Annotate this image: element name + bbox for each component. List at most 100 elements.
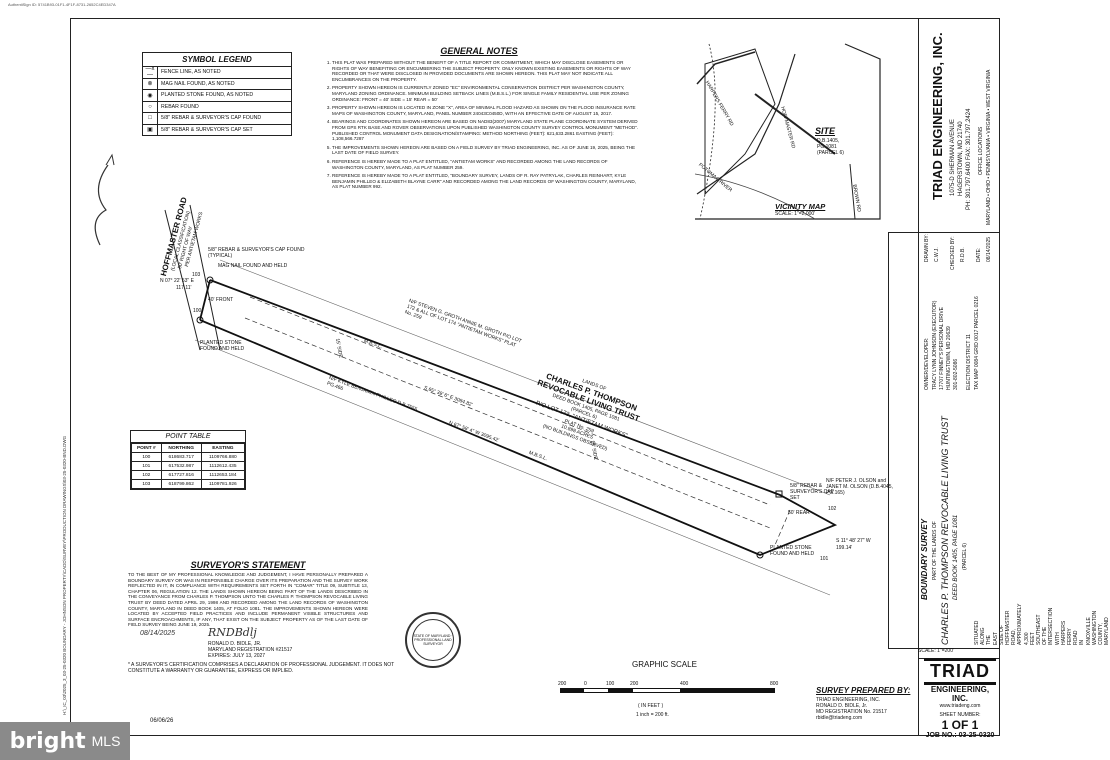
legend-label: 5/8" REBAR & SURVEYOR'S CAP SET: [161, 126, 253, 133]
plat-drawing: [94, 153, 838, 596]
watermark-brand: bright: [9, 728, 86, 754]
footer-date: 06/06/26: [150, 718, 174, 724]
vicinity-map: SITE D.B.1405, PG.1081 (PARCEL 6) HARPER…: [694, 43, 885, 224]
title-block-divider: [888, 648, 1000, 649]
legend-row: ◉PLANTED STONE FOUND, AS NOTED: [143, 90, 291, 102]
general-notes: GENERAL NOTES THIS PLAT WAS PREPARED WIT…: [318, 46, 640, 193]
legend-row: ▣5/8" REBAR & SURVEYOR'S CAP SET: [143, 124, 291, 135]
title-block-divider: [888, 232, 889, 648]
drawing-subtitle: PART OF THE LANDS OF: [932, 521, 938, 580]
site-label: SITE: [815, 126, 836, 136]
date-value: 08/14/2025: [986, 236, 992, 262]
table-cell: 1112612.435: [200, 461, 246, 471]
rebar-note: 5/8" REBAR & SURVEYOR'S CAP FOUND (TYPIC…: [208, 247, 305, 260]
seal-text: STATE OF MARYLAND · PROFESSIONAL LAND SU…: [412, 619, 454, 661]
planted-stone-icon: ◉: [143, 90, 158, 101]
bearing-label: S 11° 48' 27" W: [836, 538, 871, 544]
stone-found-note: PLANTED STONE FOUND AND HELD: [770, 545, 815, 558]
site-ref-1: D.B.1405,: [817, 138, 840, 144]
owner-line: HUNTINGTOWN, MD 20639: [946, 326, 952, 390]
sign-date: 08/14/2025: [140, 630, 176, 637]
table-cell: 1109781.926: [200, 479, 246, 489]
point-label: 101: [820, 556, 829, 562]
office-label: OFFICE LOCATIONS: [978, 126, 984, 175]
sheet-label: SHEET NUMBER:: [939, 712, 981, 719]
rear-setback-label: 50' REAR: [788, 510, 810, 516]
table-cell: 102: [131, 470, 162, 480]
point-label: 100: [193, 308, 202, 314]
surveyor-registration: MARYLAND REGISTRATION #21517: [208, 647, 293, 653]
situated-note: SITUATED ALONG THE EAST SIDE OF HOFFMAST…: [974, 603, 1110, 645]
table-cell: 1109766.880: [200, 452, 246, 462]
scale-ratio: 1 inch = 200 ft.: [636, 712, 669, 718]
triad-logo: TRIAD ENGINEERING, INC. www.triadeng.com…: [924, 658, 996, 739]
authentisign-stamp: AuthentiSign ID: 5741B93-01F1-4F1F-8731-…: [8, 2, 116, 7]
legend-label: REBAR FOUND: [161, 103, 199, 110]
table-cell: 103: [131, 479, 162, 489]
logo-text: TRIAD: [924, 658, 996, 685]
note-item: BEARINGS AND COORDINATES SHOWN HEREON AR…: [332, 119, 640, 141]
table-cell: 1112653.184: [200, 470, 246, 480]
scale-tick: 800: [770, 681, 779, 687]
rebar-icon: ○: [143, 101, 158, 112]
legend-row: ○REBAR FOUND: [143, 101, 291, 113]
table-row: 101 617532.987 1112612.435: [131, 461, 246, 471]
surveyor-statement: SURVEYOR'S STATEMENT TO THE BEST OF MY P…: [128, 560, 368, 630]
drawing-deed: DEED BOOK 1405, PAGE 1081: [953, 514, 959, 600]
vicinity-map-graphic: [694, 43, 881, 220]
site-ref-3: (PARCEL 6): [817, 150, 844, 156]
logo-sub: ENGINEERING, INC.: [930, 685, 990, 703]
mag-nail-note: MAG NAIL FOUND AND HELD: [218, 263, 288, 269]
file-path-text: H:\_IC_03\2025_3_03-25-0320 BOUNDARY - J…: [62, 435, 67, 715]
scale-tick: 200: [558, 681, 567, 687]
legend-row: □5/8" REBAR & SURVEYOR'S CAP FOUND: [143, 113, 291, 125]
certification-footnote: * A SURVEYOR'S CERTIFICATION COMPRISES A…: [128, 662, 395, 675]
table-header: NORTHING: [160, 443, 202, 453]
legend-row: —x—FENCE LINE, AS NOTED: [143, 66, 291, 79]
legend-label: 5/8" REBAR & SURVEYOR'S CAP FOUND: [161, 115, 262, 122]
sheet-number: 1 OF 1: [941, 718, 979, 733]
scale-tick: 0: [584, 681, 587, 687]
mag-nail-icon: ⊗: [143, 78, 158, 89]
tax-map: TAX MAP 0084 GRID 0017 PARCEL 0216: [974, 296, 980, 390]
vicinity-map-title: VICINITY MAP: [775, 202, 826, 211]
job-number: JOB NO.: 03-25-0320: [925, 732, 995, 740]
prepared-registration: MD REGISTRATION No. 21517: [816, 709, 887, 715]
north-arrow-icon: [94, 153, 115, 246]
company-phone: PH: 301.797.6400 FAX: 301.797.2424: [966, 108, 972, 210]
table-cell: 618799.862: [160, 479, 202, 489]
graphic-scale-bar: [560, 688, 775, 693]
front-setback-label: 40' FRONT: [208, 297, 234, 303]
company-name: TRIAD ENGINEERING, INC.: [930, 32, 945, 200]
table-cell: 100: [131, 452, 162, 462]
note-item: REFERENCE IS HEREBY MADE TO A PLAT ENTIT…: [332, 159, 640, 170]
date-label: DATE:: [976, 247, 982, 262]
legend-label: FENCE LINE, AS NOTED: [161, 69, 221, 76]
legend-label: PLANTED STONE FOUND, AS NOTED: [161, 92, 254, 99]
survey-prepared-title: SURVEY PREPARED BY:: [816, 686, 911, 695]
surveyor-statement-title: SURVEYOR'S STATEMENT: [190, 560, 306, 570]
table-row: 100 618683.717 1109766.880: [131, 452, 246, 462]
website: www.triadeng.com: [939, 703, 981, 709]
table-header: EASTING: [200, 443, 246, 453]
surveyor-seal-icon: STATE OF MARYLAND · PROFESSIONAL LAND SU…: [405, 612, 461, 668]
stone-found-note: PLANTED STONE FOUND AND HELD: [200, 340, 245, 353]
scale-tick: 400: [680, 681, 689, 687]
prepared-company: TRIAD ENGINEERING, INC.: [816, 697, 881, 703]
table-cell: 618683.717: [160, 452, 202, 462]
bearing-label: N 07° 22' 53" E: [160, 278, 194, 284]
table-cell: 617727.816: [160, 470, 202, 480]
checked-by: R.D.B.: [960, 247, 966, 262]
rebar-cap-found-icon: □: [143, 113, 158, 124]
graphic-scale-title: GRAPHIC SCALE: [632, 660, 697, 669]
election-district: ELECTION DISTRICT 11: [966, 334, 972, 390]
company-city: HAGERSTOWN, MD 21740: [958, 121, 964, 196]
watermark-suffix: MLS: [91, 733, 121, 749]
prepared-email: rbidle@triadeng.com: [816, 715, 863, 721]
office-states: MARYLAND • OHIO • PENNSYLVANIA • VIRGINI…: [986, 69, 992, 225]
point-label: 102: [828, 506, 837, 512]
table-cell: 617532.987: [160, 461, 202, 471]
title-block-divider: [918, 18, 919, 736]
owner-line: 17707 FINNEY'S PERSONAL DRIVE: [939, 306, 945, 390]
drawn-by-label: DRAWN BY:: [924, 234, 930, 262]
